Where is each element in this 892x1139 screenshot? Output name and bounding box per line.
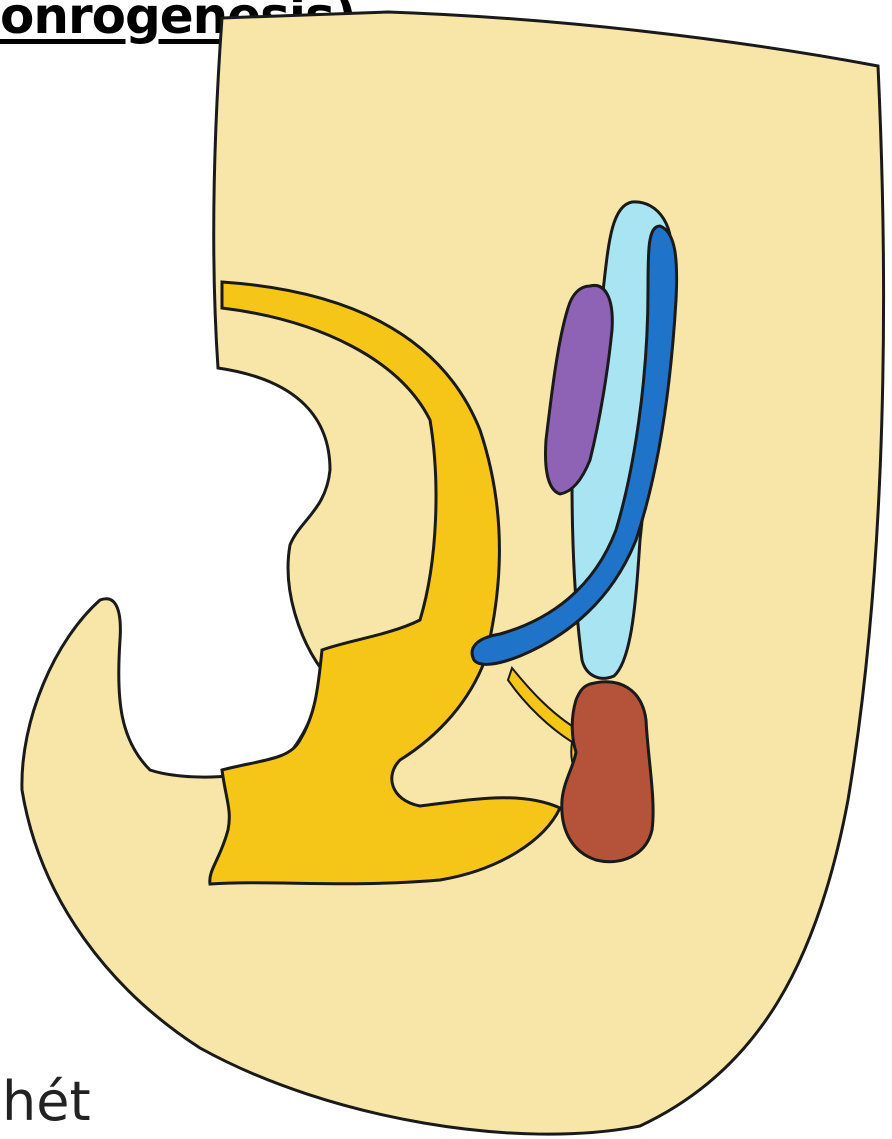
- caption-text: hét: [2, 1070, 91, 1134]
- metanephros: [562, 682, 653, 862]
